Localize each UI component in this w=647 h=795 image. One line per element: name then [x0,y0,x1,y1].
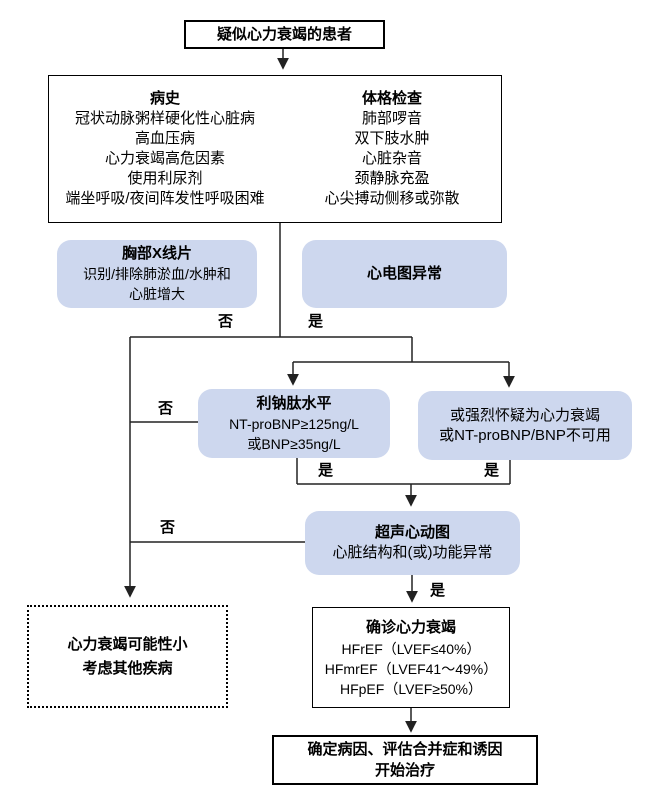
suspicion-line: 或NT-proBNP/BNP不可用 [439,426,611,444]
treatment-line: 确定病因、评估合并症和诱因 [307,741,503,758]
chest-xray-line: 心脏增大 [129,286,185,302]
edge-label-yes: 是 [430,582,446,599]
history-item: 高血压病 [134,130,195,147]
history-item: 心力衰竭高危因素 [104,150,225,167]
physical-item: 颈静脉充盈 [354,170,430,187]
history-item: 冠状动脉粥样硬化性心脏病 [74,110,255,127]
natriuretic-line: 或BNP≥35ng/L [247,435,341,452]
confirmed-line: HFpEF（LVEF≥50%） [339,680,483,697]
chest-xray-heading: 胸部X线片 [121,245,192,262]
echo-line: 心脏结构和(或)功能异常 [332,544,493,561]
confirmed-line: HFmrEF（LVEF41～49%） [324,660,498,677]
history-heading: 病史 [149,90,180,107]
edge-label-no: 否 [218,313,234,330]
history-item: 使用利尿剂 [127,170,203,187]
unlikely-line: 考虑其他疾病 [82,659,173,677]
natriuretic-heading: 利钠肽水平 [256,394,332,412]
node-strong-suspicion: 或强烈怀疑为心力衰竭 或NT-proBNP/BNP不可用 [418,391,632,460]
node-treatment: 确定病因、评估合并症和诱因 开始治疗 [272,735,538,785]
physical-column: 体格检查 肺部啰音 双下肢水肿 心脏杂音 颈静脉充盈 心尖搏动侧移或弥散 [281,76,503,222]
echo-heading: 超声心动图 [374,524,450,541]
node-suspected-patient: 疑似心力衰竭的患者 [184,20,385,49]
physical-item: 心尖搏动侧移或弥散 [324,190,460,207]
edge-label-no: 否 [158,400,174,417]
node-hf-unlikely: 心力衰竭可能性小 考虑其他疾病 [27,605,228,708]
node-ecg: 心电图异常 [302,240,507,308]
node-natriuretic: 利钠肽水平 NT-proBNP≥125ng/L 或BNP≥35ng/L [198,389,390,458]
physical-item: 心脏杂音 [361,150,422,167]
history-item: 端坐呼吸/夜间阵发性呼吸困难 [65,190,265,207]
node-suspected-patient-label: 疑似心力衰竭的患者 [216,25,352,43]
natriuretic-line: NT-proBNP≥125ng/L [229,415,359,432]
unlikely-line: 心力衰竭可能性小 [67,635,188,653]
physical-heading: 体格检查 [361,90,422,107]
physical-item: 肺部啰音 [361,110,422,127]
confirmed-line: HFrEF（LVEF≤40%） [341,640,481,657]
node-chest-xray: 胸部X线片 识别/排除肺淤血/水肿和 心脏增大 [57,240,257,308]
edge-label-yes: 是 [484,462,500,479]
edge-label-yes: 是 [318,462,334,479]
edge-label-no: 否 [160,519,176,536]
node-assessment: 病史 冠状动脉粥样硬化性心脏病 高血压病 心力衰竭高危因素 使用利尿剂 端坐呼吸… [48,75,502,223]
ecg-label: 心电图异常 [366,265,442,282]
history-column: 病史 冠状动脉粥样硬化性心脏病 高血压病 心力衰竭高危因素 使用利尿剂 端坐呼吸… [49,76,281,222]
edge-label-yes: 是 [308,313,324,330]
treatment-line: 开始治疗 [374,762,435,779]
confirmed-heading: 确诊心力衰竭 [365,618,456,636]
chest-xray-line: 识别/排除肺淤血/水肿和 [83,266,231,282]
physical-item: 双下肢水肿 [354,130,430,147]
suspicion-line: 或强烈怀疑为心力衰竭 [449,406,600,424]
node-echocardiogram: 超声心动图 心脏结构和(或)功能异常 [305,511,520,575]
node-hf-confirmed: 确诊心力衰竭 HFrEF（LVEF≤40%） HFmrEF（LVEF41～49%… [312,607,510,708]
